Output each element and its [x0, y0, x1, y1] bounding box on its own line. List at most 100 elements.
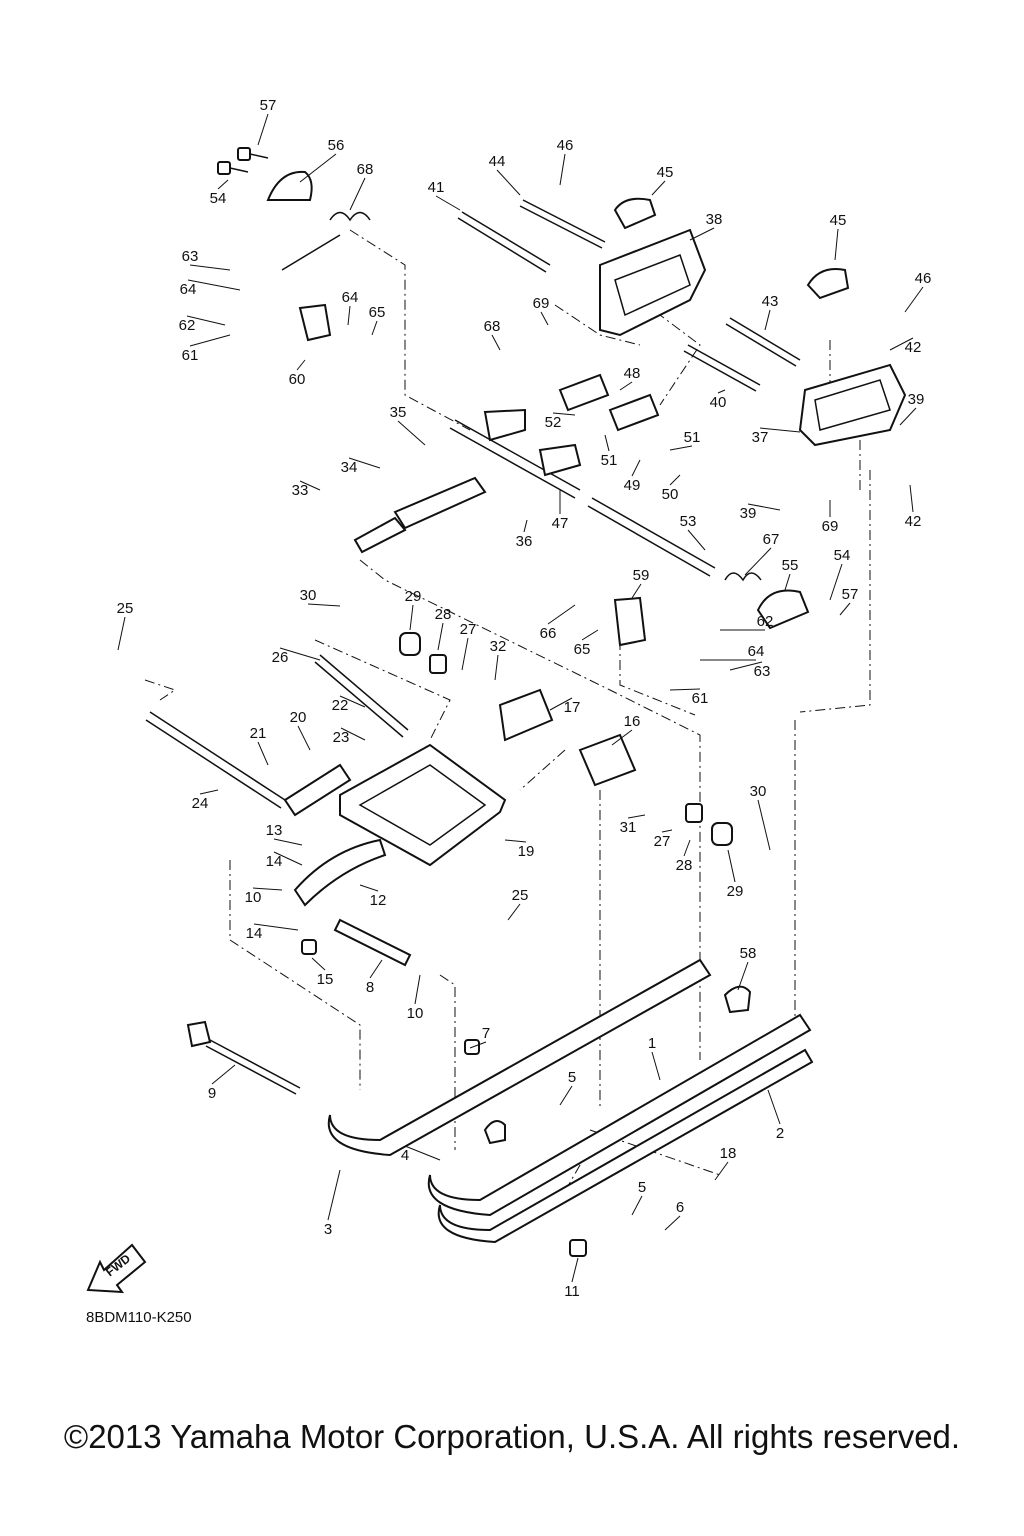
callout-leader-line [327, 1169, 341, 1221]
fwd-arrow-icon: FWD [86, 1243, 147, 1294]
callout-label: 52 [545, 414, 562, 431]
callout-69: 69 [533, 295, 550, 326]
callout-label: 30 [300, 587, 317, 604]
callout-37: 37 [752, 427, 801, 446]
callout-leader-line [437, 622, 444, 651]
callout-leader-line [767, 1089, 781, 1125]
callout-leader-line [669, 474, 681, 486]
callout-leader-line [187, 279, 241, 291]
callout-40: 40 [710, 389, 727, 411]
callout-leader-line [397, 420, 426, 446]
callout-4: 4 [401, 1145, 441, 1164]
callout-leader-line [117, 616, 126, 651]
callout-61: 61 [669, 688, 708, 707]
callout-label: 7 [482, 1025, 490, 1042]
callout-42: 42 [889, 337, 921, 356]
callout-label: 29 [405, 588, 422, 605]
callout-label: 58 [740, 945, 757, 962]
callout-label: 69 [533, 295, 550, 312]
callout-3: 3 [324, 1169, 341, 1238]
callout-63: 63 [182, 248, 231, 271]
callout-48: 48 [619, 365, 640, 391]
callout-label: 40 [710, 394, 727, 411]
callout-leader-line [631, 583, 642, 599]
callout-leader-line [889, 337, 914, 351]
callout-leader-line [504, 839, 527, 843]
assembly-guide-lines [144, 229, 871, 1201]
callout-label: 1 [648, 1035, 656, 1052]
callout-54: 54 [210, 179, 229, 207]
callout-label: 51 [601, 452, 618, 469]
copyright-notice: ©2013 Yamaha Motor Corporation, U.S.A. A… [63, 1418, 961, 1455]
callout-label: 32 [490, 638, 507, 655]
callout-label: 35 [390, 404, 407, 421]
callout-leader-line [349, 177, 366, 211]
callout-leader-line [747, 503, 781, 511]
callout-32: 32 [490, 638, 507, 681]
callout-leader-line [669, 445, 693, 451]
callout-39: 39 [899, 391, 924, 426]
callout-8: 8 [366, 959, 383, 996]
callout-leader-line [664, 1215, 681, 1231]
callout-55: 55 [782, 557, 799, 591]
callout-35: 35 [390, 404, 426, 446]
callout-38: 38 [689, 211, 722, 241]
callout-label: 55 [782, 557, 799, 574]
callout-label: 26 [272, 649, 289, 666]
callout-45: 45 [830, 212, 846, 261]
callout-label: 62 [179, 317, 196, 334]
callout-label: 60 [289, 371, 306, 388]
callout-numbers: 1234556789101011121314141516171819202122… [117, 97, 932, 1300]
callout-leader-line [604, 434, 610, 452]
callout-leader-line [759, 427, 801, 433]
callout-leader-line [404, 1145, 441, 1161]
callout-52: 52 [545, 412, 576, 431]
callout-label: 36 [516, 533, 533, 550]
callout-leader-line [547, 604, 576, 625]
callout-label: 45 [657, 164, 674, 181]
callout-13: 13 [266, 822, 303, 846]
callout-leader-line [339, 695, 366, 708]
callout-leader-line [581, 629, 599, 641]
callout-33: 33 [292, 480, 321, 499]
callout-leader-line [552, 412, 576, 416]
callout-17: 17 [549, 697, 580, 716]
callout-label: 57 [842, 586, 859, 603]
callout-69: 69 [822, 500, 838, 535]
callout-19: 19 [504, 839, 534, 860]
callout-leader-line [737, 961, 749, 991]
callout-leader-line [727, 849, 736, 883]
callout-label: 42 [905, 513, 922, 530]
callout-leader-line [683, 839, 691, 857]
callout-leader-line [340, 727, 366, 741]
callout-leader-line [899, 407, 917, 426]
callout-leader-line [279, 647, 321, 661]
callout-label: 30 [750, 783, 767, 800]
callout-label: 15 [317, 971, 334, 988]
callout-leader-line [496, 169, 521, 196]
callout-45: 45 [651, 164, 674, 196]
callout-22: 22 [332, 695, 366, 714]
callout-leader-line [211, 1064, 236, 1085]
callout-label: 37 [752, 429, 769, 446]
callout-leader-line [347, 305, 351, 326]
callout-leader-line [631, 459, 641, 477]
callout-label: 14 [246, 925, 263, 942]
callout-28: 28 [435, 606, 451, 651]
callout-label: 25 [117, 600, 134, 617]
callout-leader-line [257, 113, 269, 146]
callout-leader-line [559, 153, 566, 186]
callout-leader-line [717, 389, 726, 394]
callout-27: 27 [654, 829, 673, 850]
callout-leader-line [409, 604, 414, 631]
callout-leader-line [273, 851, 303, 866]
callout-leader-line [252, 887, 283, 891]
callout-leader-line [661, 829, 673, 833]
callout-leader-line [714, 1161, 729, 1181]
callout-2: 2 [767, 1089, 784, 1142]
callout-label: 14 [266, 853, 283, 870]
callout-57: 57 [257, 97, 276, 146]
callout-label: 5 [568, 1069, 576, 1086]
callout-leader-line [764, 309, 771, 331]
